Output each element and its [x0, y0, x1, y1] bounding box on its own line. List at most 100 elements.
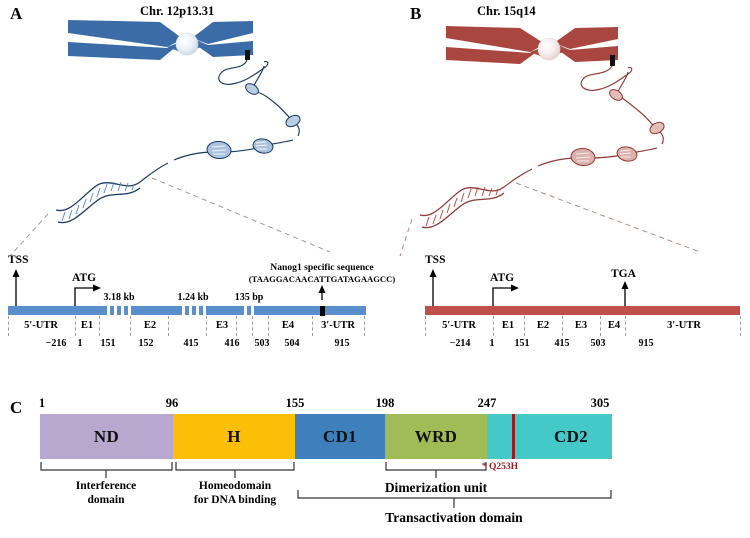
region-divider [425, 316, 426, 336]
nucleosomes-b [570, 89, 665, 167]
region-label-5utr: 5′-UTR [442, 320, 476, 331]
coordinate-value: 915 [638, 338, 654, 349]
region-label-e2: E2 [536, 320, 550, 331]
region-label-3utr: 3′-UTR [667, 320, 701, 331]
mutation-marker-line [512, 414, 515, 459]
brace-label-dimerization: Dimerization unit [384, 480, 488, 495]
domain-boundary-305: 305 [590, 396, 610, 410]
region-divider [8, 316, 9, 336]
intron-gap [182, 306, 185, 315]
brace-line-2: domain [87, 493, 125, 506]
nanog1-sequence-marker [320, 305, 325, 316]
domain-boundary-198: 198 [375, 396, 395, 410]
panel-a-atg-label: ATG [72, 272, 97, 284]
dna-helix-b [419, 186, 505, 229]
domain-h[interactable]: H [173, 414, 295, 459]
coordinate-value: 151 [514, 338, 530, 349]
panel-a-tss-label: TSS [8, 254, 29, 266]
coordinate-value: 1 [77, 338, 83, 349]
coordinate-value: 503 [590, 338, 606, 349]
panel-a-gene-bar [8, 306, 366, 315]
domain-boundary-1: 1 [38, 396, 46, 410]
coordinate-value: −216 [45, 338, 67, 349]
coordinate-value: 915 [334, 338, 350, 349]
panel-b-atg-label: ATG [490, 272, 515, 284]
nucleosomes-a [206, 83, 301, 160]
region-label-e4: E4 [607, 320, 621, 331]
coordinate-value: 415 [554, 338, 570, 349]
region-divider [206, 316, 207, 336]
region-label-e2: E2 [143, 320, 157, 331]
panel-b-chromosome-title: Chr. 15q14 [477, 4, 536, 18]
intron-gap [203, 306, 206, 315]
nanog1-sequence-text: (TAAGGACAACATTGATAGAAGCC) [248, 273, 396, 284]
coordinate-value: −214 [449, 338, 471, 349]
panel-c-letter: C [10, 398, 23, 417]
panel-a-gene-map [8, 305, 366, 316]
coordinate-value: 152 [138, 338, 154, 349]
intron-gap [128, 306, 131, 315]
brace-line-1: Interference [75, 480, 137, 492]
panel-b-markers [429, 269, 629, 306]
intron-label-2: 1.24 kb [177, 292, 209, 303]
region-divider [252, 316, 253, 336]
region-label-e1: E1 [501, 320, 515, 331]
domain-boundary-155: 155 [285, 396, 305, 410]
chromosome-b-graphic [446, 26, 618, 66]
brace-label-interference: Interference domain [76, 480, 136, 508]
region-divider [130, 316, 131, 336]
coordinate-value: 416 [224, 338, 240, 349]
domain-boundary-96: 96 [165, 396, 179, 410]
region-divider [625, 316, 626, 336]
intron-label-3: 135 bp [234, 292, 264, 303]
intron-gap [251, 306, 254, 315]
nanog1-sequence-title: Nanog1 specific sequence [270, 262, 374, 273]
region-divider [364, 316, 365, 336]
intron-gap [114, 306, 117, 315]
region-divider [99, 316, 100, 336]
region-divider [562, 316, 563, 336]
coordinate-value: 415 [183, 338, 199, 349]
chromatin-fiber-b [503, 65, 664, 188]
coordinate-value: 1 [489, 338, 495, 349]
panel-b-letter: B [410, 4, 422, 23]
brace-line-2: for DNA binding [193, 493, 277, 506]
chromosome-illustrations [9, 20, 701, 306]
panel-a-chromosome-title: Chr. 12p13.31 [140, 4, 215, 18]
region-divider [740, 316, 741, 336]
region-label-e3: E3 [215, 320, 229, 331]
domain-brackets [40, 462, 612, 508]
region-label-e3: E3 [574, 320, 588, 331]
intron-gap [189, 306, 192, 315]
panel-b-tss-label: TSS [425, 254, 446, 266]
nanog1-specific-sequence: Nanog1 specific sequence (TAAGGACAACATTG… [249, 262, 395, 285]
region-divider [168, 316, 169, 336]
domain-cd1[interactable]: CD1 [295, 414, 385, 459]
domain-wrd[interactable]: WRD [385, 414, 487, 459]
domain-cd2[interactable]: CD2 [487, 414, 612, 459]
panel-b-gene-map [425, 306, 740, 315]
panel-b-gene-bar [425, 306, 740, 315]
region-label-5utr: 5′-UTR [24, 320, 58, 331]
coordinate-value: 504 [284, 338, 300, 349]
leader-lines-b [399, 182, 701, 257]
leader-lines-a [9, 177, 331, 257]
region-divider [600, 316, 601, 336]
domain-nd[interactable]: ND [40, 414, 173, 459]
region-divider [524, 316, 525, 336]
region-divider [268, 316, 269, 336]
panel-a-letter: A [10, 4, 23, 23]
panel-b-tga-label: TGA [611, 268, 636, 280]
region-divider [236, 316, 237, 336]
domain-boundary-247: 247 [477, 396, 497, 410]
dna-helix-a [55, 181, 141, 224]
region-divider [312, 316, 313, 336]
chromatin-fiber-a [139, 59, 300, 183]
mutation-label-q253h: * Q253H [481, 462, 519, 472]
brace-label-homeodomain: Homeodomain for DNA binding [194, 480, 276, 508]
region-label-e4: E4 [281, 320, 295, 331]
intron-gap [107, 306, 110, 315]
intron-label-1: 3.18 kb [103, 292, 135, 303]
brace-line-1: Homeodomain [198, 480, 272, 492]
region-divider [493, 316, 494, 336]
